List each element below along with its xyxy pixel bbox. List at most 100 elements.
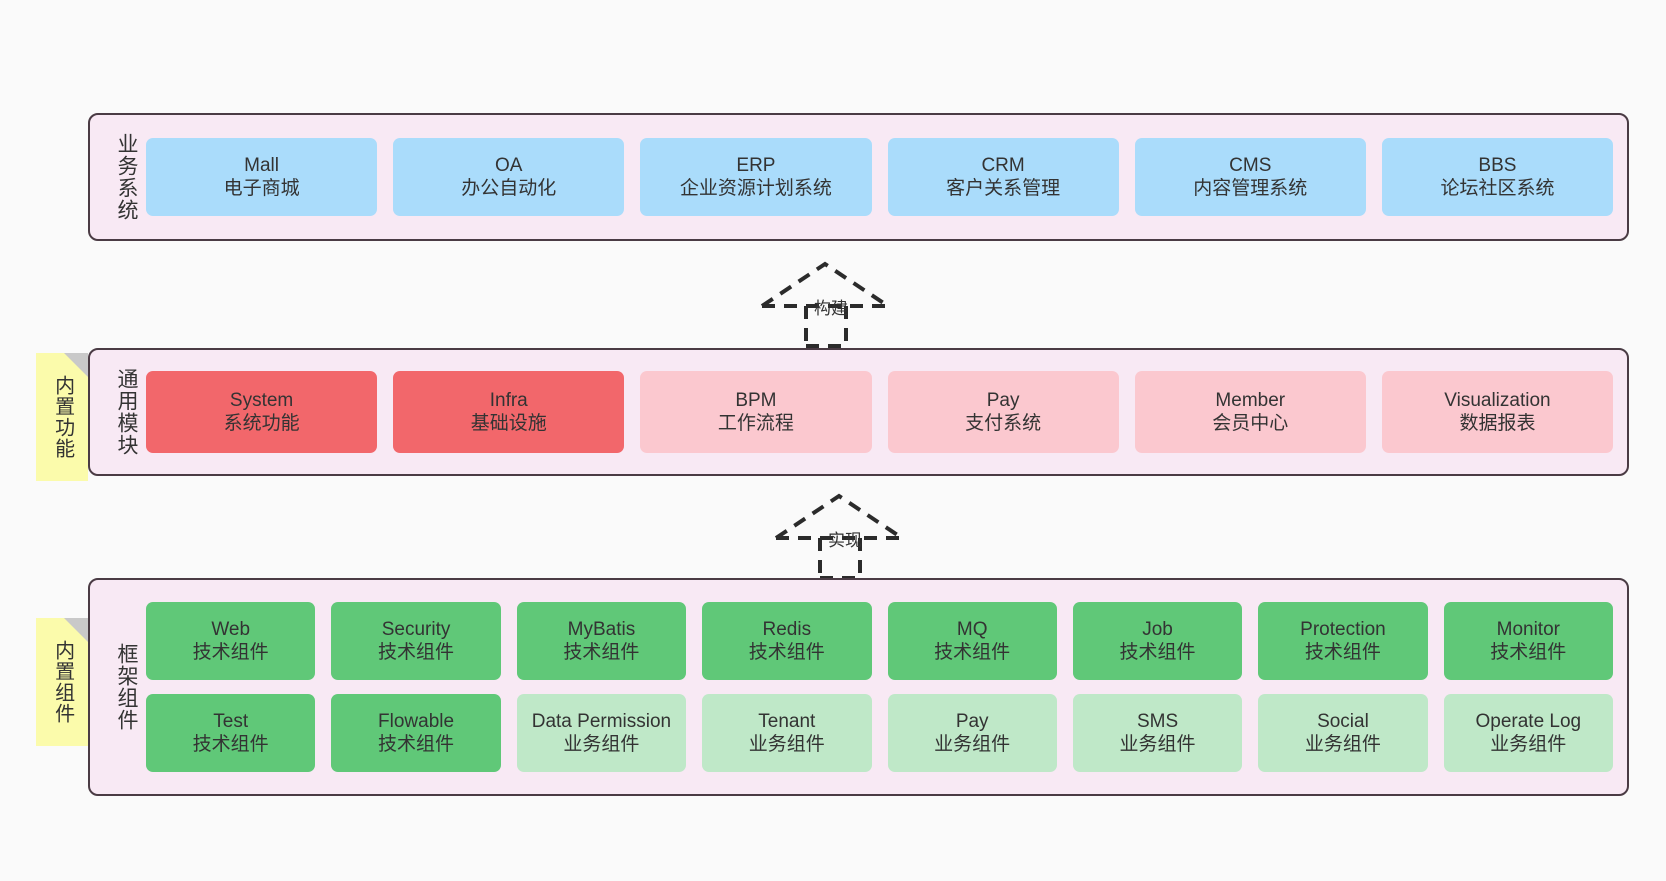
card-web[interactable]: Web 技术组件 [146, 602, 316, 680]
card-social[interactable]: Social 业务组件 [1258, 694, 1428, 772]
card-subtitle: 办公自动化 [461, 178, 557, 199]
card-job[interactable]: Job 技术组件 [1072, 602, 1243, 680]
card-title: Pay [955, 710, 989, 732]
card-mall[interactable]: Mall 电子商城 [146, 138, 378, 216]
card-pay-business[interactable]: Pay 业务组件 [887, 694, 1057, 772]
note-builtin-features: 内置功能 [36, 353, 88, 481]
card-subtitle: 技术组件 [1119, 642, 1196, 663]
card-data-permission[interactable]: Data Permission 业务组件 [516, 694, 687, 772]
card-subtitle: 系统功能 [223, 413, 300, 434]
card-title: SMS [1136, 710, 1179, 732]
card-cms[interactable]: CMS 内容管理系统 [1134, 138, 1366, 216]
card-subtitle: 支付系统 [965, 413, 1042, 434]
card-subtitle: 技术组件 [378, 734, 455, 755]
note-label: 内置功能 [51, 375, 74, 459]
note-builtin-components: 内置组件 [36, 618, 88, 746]
card-title: Security [381, 618, 451, 640]
card-title: Data Permission [531, 710, 672, 732]
layer-title-business-systems: 业务系统 [115, 133, 138, 221]
card-subtitle: 业务组件 [1304, 734, 1381, 755]
card-oa[interactable]: OA 办公自动化 [393, 138, 625, 216]
card-mq[interactable]: MQ 技术组件 [887, 602, 1057, 680]
card-subtitle: 业务组件 [934, 734, 1011, 755]
card-title: Flowable [378, 710, 455, 732]
card-row: Mall 电子商城 OA 办公自动化 ERP 企业资源计划系统 CRM 客户关系… [146, 138, 1614, 216]
card-mybatis[interactable]: MyBatis 技术组件 [516, 602, 687, 680]
card-title: CRM [981, 154, 1025, 176]
note-fold-icon [64, 353, 88, 377]
card-title: Pay [986, 389, 1020, 411]
card-title: Monitor [1496, 618, 1560, 640]
card-subtitle: 技术组件 [378, 642, 455, 663]
layer-body-framework-components: Web 技术组件 Security 技术组件 MyBatis 技术组件 Redi… [142, 580, 1627, 794]
card-subtitle: 技术组件 [192, 642, 269, 663]
card-pay[interactable]: Pay 支付系统 [887, 371, 1119, 453]
card-title: MyBatis [567, 618, 636, 640]
card-system[interactable]: System 系统功能 [146, 371, 378, 453]
connector-implement: 实现 [766, 490, 926, 580]
card-title: Job [1142, 618, 1173, 640]
card-title: Mall [244, 154, 279, 176]
card-title: Member [1215, 389, 1286, 411]
card-title: Redis [762, 618, 812, 640]
card-redis[interactable]: Redis 技术组件 [702, 602, 872, 680]
card-title: Web [211, 618, 251, 640]
card-title: CMS [1229, 154, 1272, 176]
card-subtitle: 技术组件 [563, 642, 640, 663]
card-subtitle: 内容管理系统 [1193, 178, 1308, 199]
card-sms[interactable]: SMS 业务组件 [1072, 694, 1243, 772]
card-title: OA [495, 154, 523, 176]
card-member[interactable]: Member 会员中心 [1134, 371, 1366, 453]
connector-label-build: 构建 [814, 299, 848, 318]
connector-label-implement: 实现 [828, 531, 862, 550]
card-subtitle: 论坛社区系统 [1440, 178, 1555, 199]
card-title: Tenant [758, 710, 816, 732]
card-subtitle: 技术组件 [934, 642, 1011, 663]
card-operate-log[interactable]: Operate Log 业务组件 [1443, 694, 1613, 772]
card-bbs[interactable]: BBS 论坛社区系统 [1381, 138, 1614, 216]
card-monitor[interactable]: Monitor 技术组件 [1443, 602, 1613, 680]
card-test[interactable]: Test 技术组件 [146, 694, 316, 772]
layer-title-framework-components: 框架组件 [115, 643, 138, 731]
card-subtitle: 工作流程 [717, 413, 794, 434]
layer-body-business-systems: Mall 电子商城 OA 办公自动化 ERP 企业资源计划系统 CRM 客户关系… [142, 115, 1627, 239]
card-title: Infra [489, 389, 528, 411]
card-title: Test [213, 710, 249, 732]
layer-common-modules: 通用模块 System 系统功能 Infra 基础设施 BPM 工作流程 Pay… [88, 348, 1629, 476]
card-title: Operate Log [1475, 710, 1582, 732]
card-bpm[interactable]: BPM 工作流程 [640, 371, 872, 453]
card-title: MQ [956, 618, 988, 640]
card-subtitle: 会员中心 [1212, 413, 1289, 434]
card-row: Test 技术组件 Flowable 技术组件 Data Permission … [146, 694, 1613, 772]
layer-title-common-modules: 通用模块 [115, 368, 138, 456]
card-security[interactable]: Security 技术组件 [331, 602, 501, 680]
card-subtitle: 基础设施 [470, 413, 547, 434]
card-subtitle: 技术组件 [1490, 642, 1567, 663]
card-subtitle: 业务组件 [1490, 734, 1567, 755]
card-title: BPM [735, 389, 777, 411]
card-tenant[interactable]: Tenant 业务组件 [702, 694, 872, 772]
card-subtitle: 电子商城 [223, 178, 300, 199]
connector-build: 构建 [752, 258, 912, 348]
card-erp[interactable]: ERP 企业资源计划系统 [640, 138, 872, 216]
card-title: Visualization [1444, 389, 1551, 411]
card-protection[interactable]: Protection 技术组件 [1258, 602, 1428, 680]
card-subtitle: 技术组件 [748, 642, 825, 663]
implement-arrow-icon [774, 493, 904, 580]
card-title: Protection [1300, 618, 1386, 640]
card-title: System [229, 389, 294, 411]
card-subtitle: 客户关系管理 [946, 178, 1061, 199]
card-row: Web 技术组件 Security 技术组件 MyBatis 技术组件 Redi… [146, 602, 1613, 680]
card-visualization[interactable]: Visualization 数据报表 [1381, 371, 1614, 453]
card-row: System 系统功能 Infra 基础设施 BPM 工作流程 Pay 支付系统… [146, 371, 1614, 453]
card-subtitle: 业务组件 [748, 734, 825, 755]
card-subtitle: 技术组件 [192, 734, 269, 755]
card-flowable[interactable]: Flowable 技术组件 [331, 694, 501, 772]
card-subtitle: 数据报表 [1459, 413, 1536, 434]
layer-body-common-modules: System 系统功能 Infra 基础设施 BPM 工作流程 Pay 支付系统… [142, 350, 1627, 474]
layer-business-systems: 业务系统 Mall 电子商城 OA 办公自动化 ERP 企业资源计划系统 CRM… [88, 113, 1629, 241]
card-crm[interactable]: CRM 客户关系管理 [887, 138, 1119, 216]
card-infra[interactable]: Infra 基础设施 [393, 371, 625, 453]
card-title: ERP [736, 154, 776, 176]
card-title: Social [1317, 710, 1369, 732]
